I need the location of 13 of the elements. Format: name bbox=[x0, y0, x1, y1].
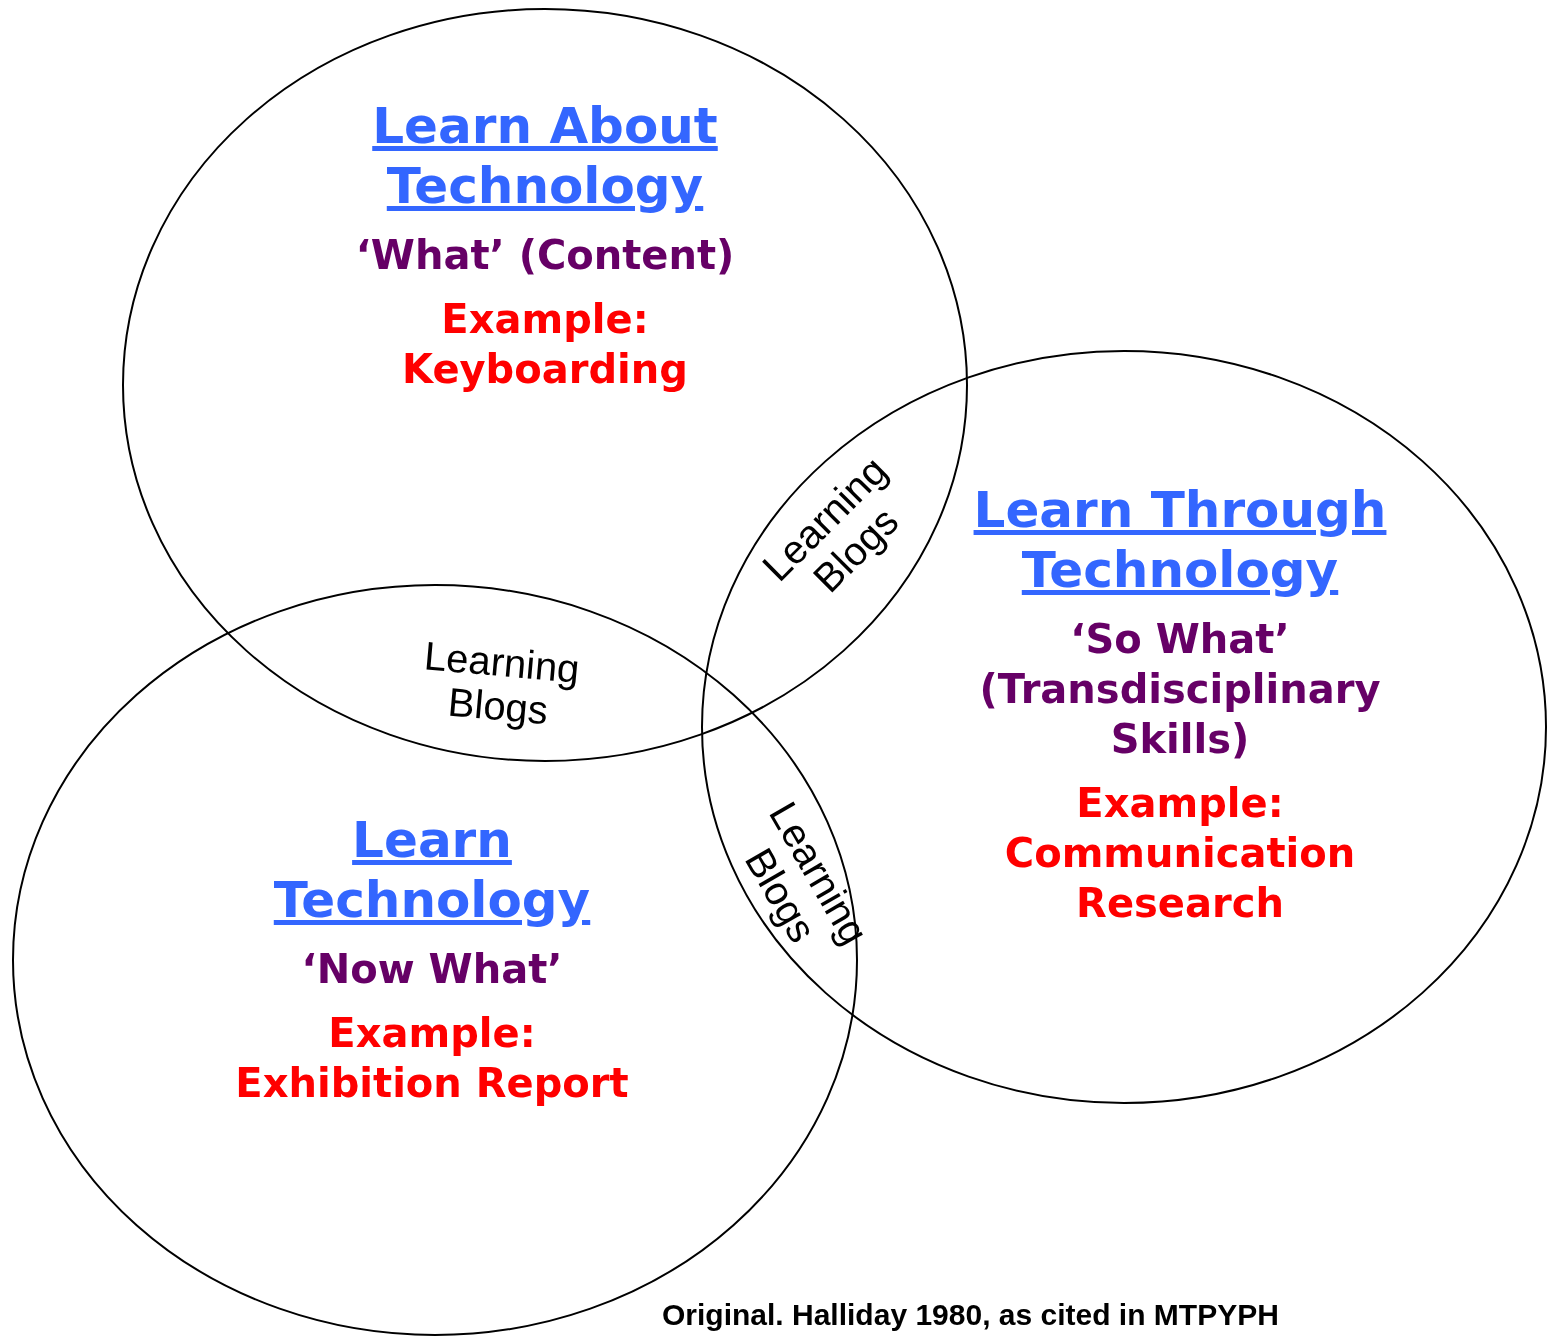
example-text: Example: Communication Research bbox=[1003, 779, 1357, 928]
example-text: Example: Keyboarding bbox=[401, 295, 689, 394]
venn-circle bbox=[122, 8, 968, 762]
circle-heading: Learn Through Technology bbox=[972, 480, 1388, 600]
circle-subtitle: ‘What’ (Content) bbox=[355, 231, 735, 280]
circle-subtitle: ‘So What’ (Transdisciplinary Skills) bbox=[978, 615, 1382, 764]
source-caption: Original. Halliday 1980, as cited in MTPYPH bbox=[662, 1298, 1279, 1332]
circle-heading: Learn Technology bbox=[272, 810, 592, 930]
circle-subtitle: ‘Now What’ bbox=[301, 945, 563, 994]
circle-heading: Learn About Technology bbox=[371, 96, 719, 216]
venn-circle bbox=[701, 350, 1547, 1104]
example-text: Example: Exhibition Report bbox=[234, 1009, 630, 1108]
overlap-label: Learning Blogs bbox=[421, 632, 583, 735]
